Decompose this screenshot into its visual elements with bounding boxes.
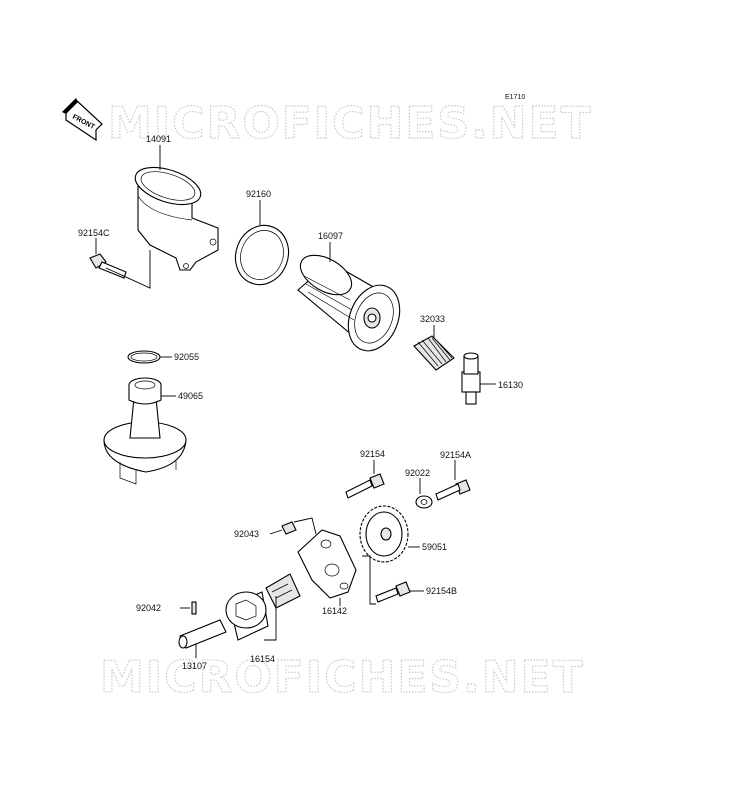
label-16130[interactable]: 16130 [498, 380, 523, 390]
part-32033-spring[interactable] [413, 335, 455, 371]
part-92022-washer[interactable] [415, 495, 433, 509]
diagram-code: E1710 [505, 94, 525, 101]
label-13107[interactable]: 13107 [182, 661, 207, 671]
part-16097-oil-filter[interactable] [294, 247, 409, 358]
part-16142-pump-cover[interactable] [297, 529, 357, 599]
part-16154-rotor[interactable] [225, 573, 301, 641]
part-92043-pin[interactable] [281, 521, 297, 535]
label-92160[interactable]: 92160 [246, 189, 271, 199]
label-92042[interactable]: 92042 [136, 603, 161, 613]
part-92154-bolt[interactable] [345, 473, 385, 499]
part-49065-housing[interactable] [103, 377, 187, 485]
label-16154[interactable]: 16154 [250, 654, 275, 664]
part-59051-gear[interactable] [359, 505, 409, 563]
part-92154A-bolt[interactable] [435, 479, 471, 501]
label-49065[interactable]: 49065 [178, 391, 203, 401]
part-92154B-bolt[interactable] [375, 581, 411, 603]
watermark-top: MICROFICHES.NET [108, 98, 593, 149]
label-92043[interactable]: 92043 [234, 529, 259, 539]
part-14091-cover[interactable] [131, 160, 219, 271]
front-arrow-icon: FRONT [62, 98, 103, 142]
label-16097[interactable]: 16097 [318, 231, 343, 241]
label-92154A[interactable]: 92154A [440, 450, 471, 460]
part-92042-pin[interactable] [191, 601, 197, 615]
watermark-bottom: MICROFICHES.NET [100, 652, 585, 703]
label-32033[interactable]: 32033 [420, 314, 445, 324]
label-92055[interactable]: 92055 [174, 352, 199, 362]
part-92160-gasket[interactable] [227, 218, 296, 292]
part-92055-o-ring[interactable] [127, 350, 161, 364]
label-16142[interactable]: 16142 [322, 606, 347, 616]
label-14091[interactable]: 14091 [146, 134, 171, 144]
label-92154[interactable]: 92154 [360, 449, 385, 459]
label-92154C[interactable]: 92154C [78, 228, 110, 238]
label-59051[interactable]: 59051 [422, 542, 447, 552]
label-92154B[interactable]: 92154B [426, 586, 457, 596]
label-92022[interactable]: 92022 [405, 468, 430, 478]
part-16130-fitting[interactable] [461, 352, 481, 405]
part-13107-shaft[interactable] [178, 619, 227, 649]
